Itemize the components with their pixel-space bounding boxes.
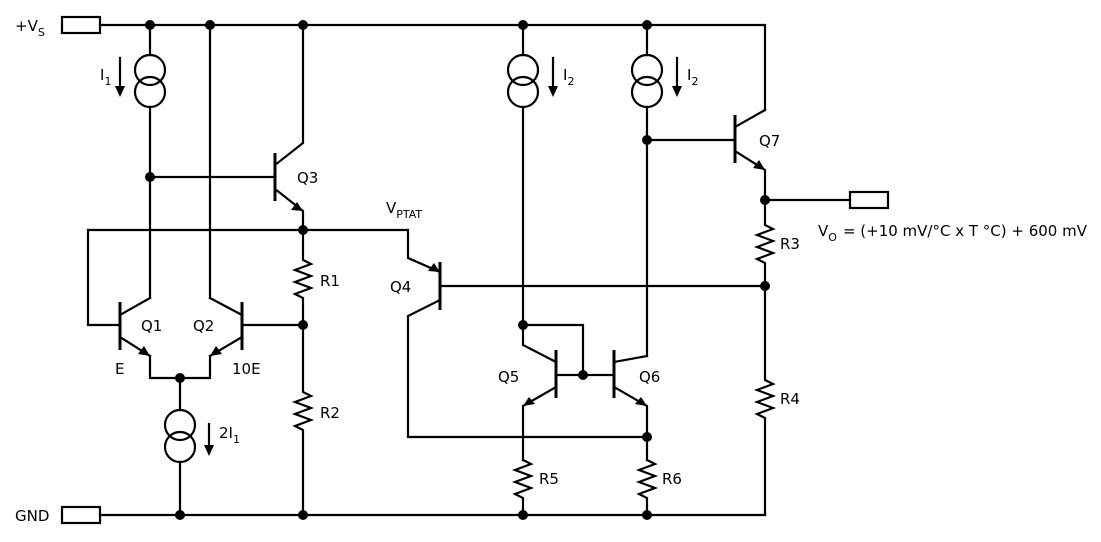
q4-label: Q4 (390, 278, 411, 296)
2i1-label: 2I1 (219, 424, 240, 446)
resistor-r1 (291, 228, 315, 327)
r6-label: R6 (662, 470, 682, 488)
q7-label: Q7 (759, 132, 780, 150)
resistor-r5 (511, 458, 535, 517)
resistor-r2 (291, 323, 315, 517)
supply-terminal[interactable] (60, 15, 102, 35)
r4-label: R4 (780, 390, 800, 408)
i2-right-label: I2 (687, 66, 698, 88)
resistor-r6 (635, 458, 659, 517)
q3-label: Q3 (297, 169, 318, 187)
q1-label: Q1 (141, 317, 162, 335)
q5-label: Q5 (498, 368, 519, 386)
ground-terminal[interactable] (60, 505, 102, 525)
transistor-q4 (406, 262, 767, 439)
junction-dots (145, 20, 770, 520)
resistor-r4 (753, 284, 777, 517)
transistor-q2 (208, 296, 305, 358)
transistor-q6 (612, 350, 649, 462)
r1-label: R1 (320, 272, 340, 290)
i2-left-label: I2 (563, 66, 574, 88)
ground-label: GND (15, 507, 49, 525)
transistor-q7 (645, 108, 852, 202)
transistor-q5 (521, 323, 585, 462)
r5-label: R5 (539, 470, 559, 488)
output-terminal[interactable] (848, 190, 890, 210)
r3-label: R3 (780, 235, 800, 253)
output-label: VO= (+10 mV/°C x T °C) + 600 mV (818, 222, 1088, 244)
q2-emitter-area-label: 10E (232, 360, 261, 378)
r2-label: R2 (320, 404, 340, 422)
current-source-i2-left (506, 23, 558, 327)
q6-label: Q6 (639, 368, 660, 386)
current-source-i2-right (630, 23, 682, 358)
i1-label: I1 (100, 66, 111, 88)
vptat-label: VPTAT (386, 199, 422, 221)
resistor-r3 (753, 198, 777, 288)
q2-label: Q2 (193, 317, 214, 335)
current-source-2i1 (163, 376, 214, 517)
supply-label: +VS (15, 17, 45, 39)
transistor-q1 (86, 228, 442, 358)
current-source-i1 (115, 23, 167, 179)
transistor-q3 (148, 23, 305, 232)
supply-rail (98, 23, 767, 112)
q1-emitter-area-label: E (115, 360, 124, 378)
